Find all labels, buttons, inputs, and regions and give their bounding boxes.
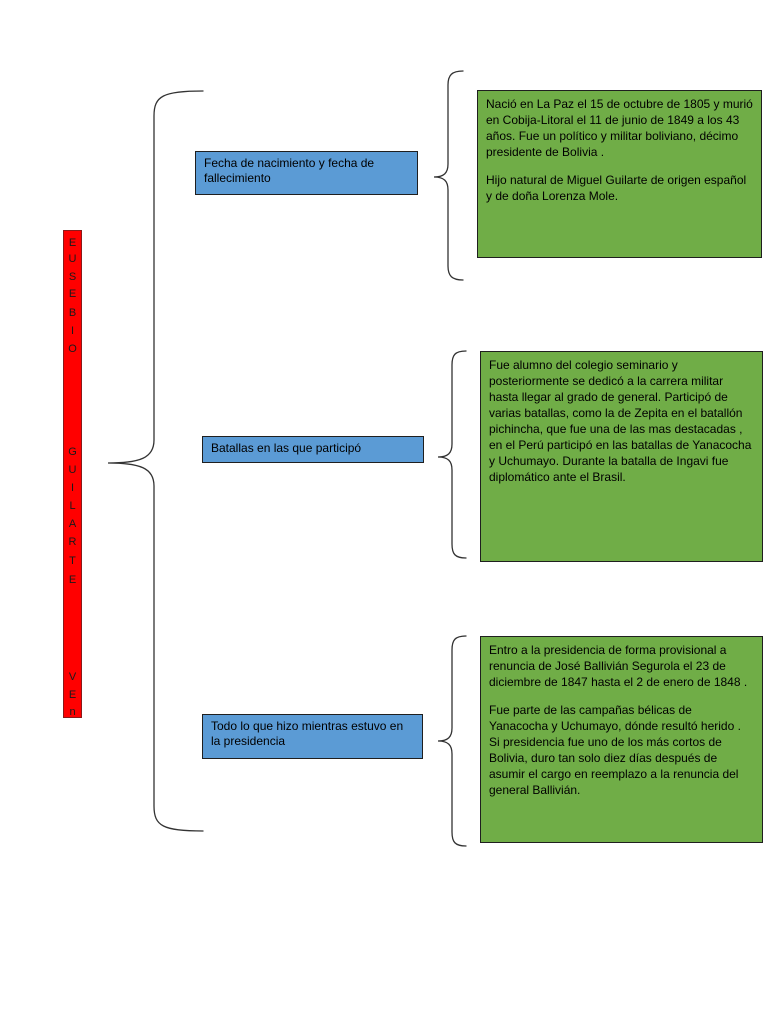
detail-paragraph: Entro a la presidencia de forma provisio… [489,643,748,689]
name-letter: S [68,271,77,283]
detail-paragraph: Fue alumno del colegio seminario y poste… [489,358,752,484]
topic-box-presidency: Todo lo que hizo mientras estuvo en la p… [202,714,423,759]
detail-brace-3 [437,635,467,847]
topic-box-birth-death: Fecha de nacimiento y fecha de fallecimi… [195,151,418,195]
name-letter: U [68,253,77,265]
topic-label: Todo lo que hizo mientras estuvo en la p… [211,719,404,748]
name-bar: E U S E B I O G U I L A R T E V E n [63,230,82,718]
name-letter: I [70,325,75,337]
name-letter: n [69,706,76,718]
name-letter: E [68,237,77,249]
name-letter: T [69,555,76,567]
name-letter: E [68,689,77,701]
detail-box-presidency: Entro a la presidencia de forma provisio… [480,636,763,843]
name-letter: U [68,464,77,476]
name-letter: R [68,536,77,548]
topic-box-battles: Batallas en las que participó [202,436,424,463]
name-letter: B [68,307,77,319]
name-letter: V [68,671,77,683]
detail-box-battles: Fue alumno del colegio seminario y poste… [480,351,763,562]
topic-label: Fecha de nacimiento y fecha de fallecimi… [204,156,375,185]
name-letter: O [68,343,77,355]
main-brace [107,90,204,832]
name-letter: E [68,574,77,586]
topic-label: Batallas en las que participó [211,441,362,455]
detail-paragraph: Fue parte de las campañas bélicas de Yan… [489,703,741,797]
detail-paragraph: Hijo natural de Miguel Guilarte de orige… [486,173,747,203]
detail-box-birth-death: Nació en La Paz el 15 de octubre de 1805… [477,90,762,258]
detail-brace-2 [437,350,467,559]
name-letter: A [68,518,77,530]
name-letter: L [69,500,76,512]
name-letter: G [68,446,77,458]
name-letter: E [68,288,77,300]
detail-paragraph: Nació en La Paz el 15 de octubre de 1805… [486,97,753,159]
detail-brace-1 [433,70,464,281]
name-letter: I [70,482,75,494]
